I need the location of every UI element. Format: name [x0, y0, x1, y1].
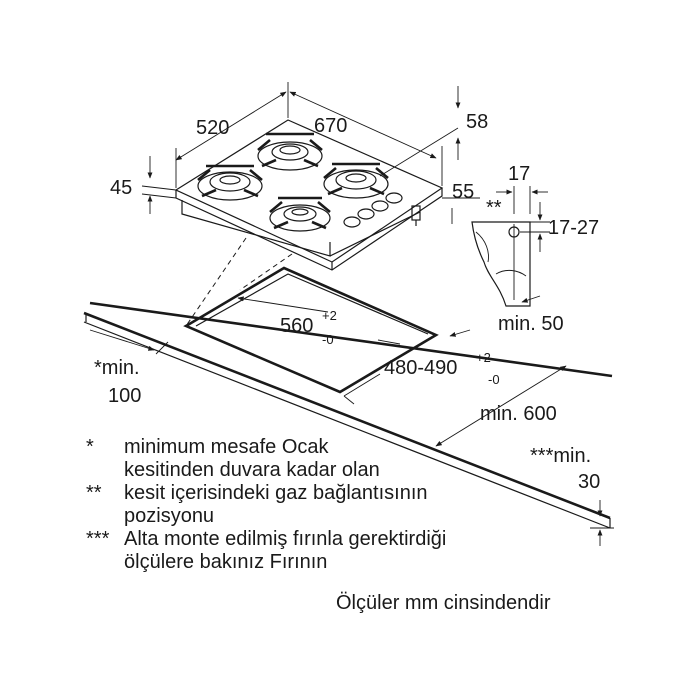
footnote-2-mark: ** [86, 482, 102, 504]
gas-connection [411, 205, 421, 226]
footnote-3-mark: *** [86, 528, 110, 550]
projection-lines [185, 237, 293, 327]
dim-panel-offset: 55 [452, 181, 474, 203]
footnote-2: ** kesit içerisindeki gaz bağlantısının … [86, 482, 446, 528]
footnote-2-line-1: kesit içerisindeki gaz bağlantısının [124, 482, 428, 504]
countertop-dimensions [89, 295, 614, 546]
burner-left [197, 164, 263, 201]
dim-cutout-depth: 480-490 [384, 357, 457, 379]
control-knobs [343, 192, 403, 228]
dim-depth-total: 520 [196, 117, 229, 139]
footnote-2-line-2: pozisyonu [124, 505, 215, 527]
footnote-3: *** Alta monte edilmiş fırınla gerektird… [86, 528, 446, 574]
dim-side-17: 17 [508, 163, 530, 185]
dim-width-total: 670 [314, 115, 347, 137]
footnote-1: * minimum mesafe Ocak kesitinden duvara … [86, 436, 446, 482]
dim-front-overhang: 58 [466, 111, 488, 133]
dim-cutout-width-tol-bottom: -0 [322, 332, 334, 347]
dim-min-50: min. 50 [498, 313, 564, 335]
cutout-opening [183, 266, 439, 394]
burner-right [323, 162, 389, 199]
unit-note: Ölçüler mm cinsindendir [336, 592, 551, 614]
dim-min-600: min. 600 [480, 403, 557, 425]
burner-front [269, 196, 331, 232]
dim-cutout-depth-tol-top: +2 [476, 350, 491, 365]
dim-min-30-value: 30 [578, 471, 600, 493]
dim-min-100-value: 100 [108, 385, 141, 407]
footnote-1-mark: * [86, 436, 94, 458]
footnote-3-line-2: ölçülere bakınız Fırının [124, 551, 328, 573]
dim-min-30-label: ***min. [530, 445, 591, 467]
dim-height: 45 [110, 177, 132, 199]
dim-side-double-star: ** [486, 197, 502, 219]
footnote-1-line-2: kesitinden duvara kadar olan [124, 459, 380, 481]
footnotes: * minimum mesafe Ocak kesitinden duvara … [86, 436, 446, 574]
dimension-lines [141, 82, 480, 224]
dim-cutout-width-tol-top: +2 [322, 308, 337, 323]
dim-cutout-width: 560 [280, 315, 313, 337]
footnote-3-line-1: Alta monte edilmiş fırınla gerektirdiği [124, 528, 447, 550]
dim-cutout-depth-tol-bottom: -0 [488, 372, 500, 387]
side-section-profile [471, 186, 550, 307]
footnote-1-line-1: minimum mesafe Ocak [124, 436, 329, 458]
dim-min-100-label: *min. [94, 357, 140, 379]
countertop [83, 301, 613, 529]
dim-side-range: 17-27 [548, 217, 599, 239]
burner-rear-left [257, 132, 323, 171]
